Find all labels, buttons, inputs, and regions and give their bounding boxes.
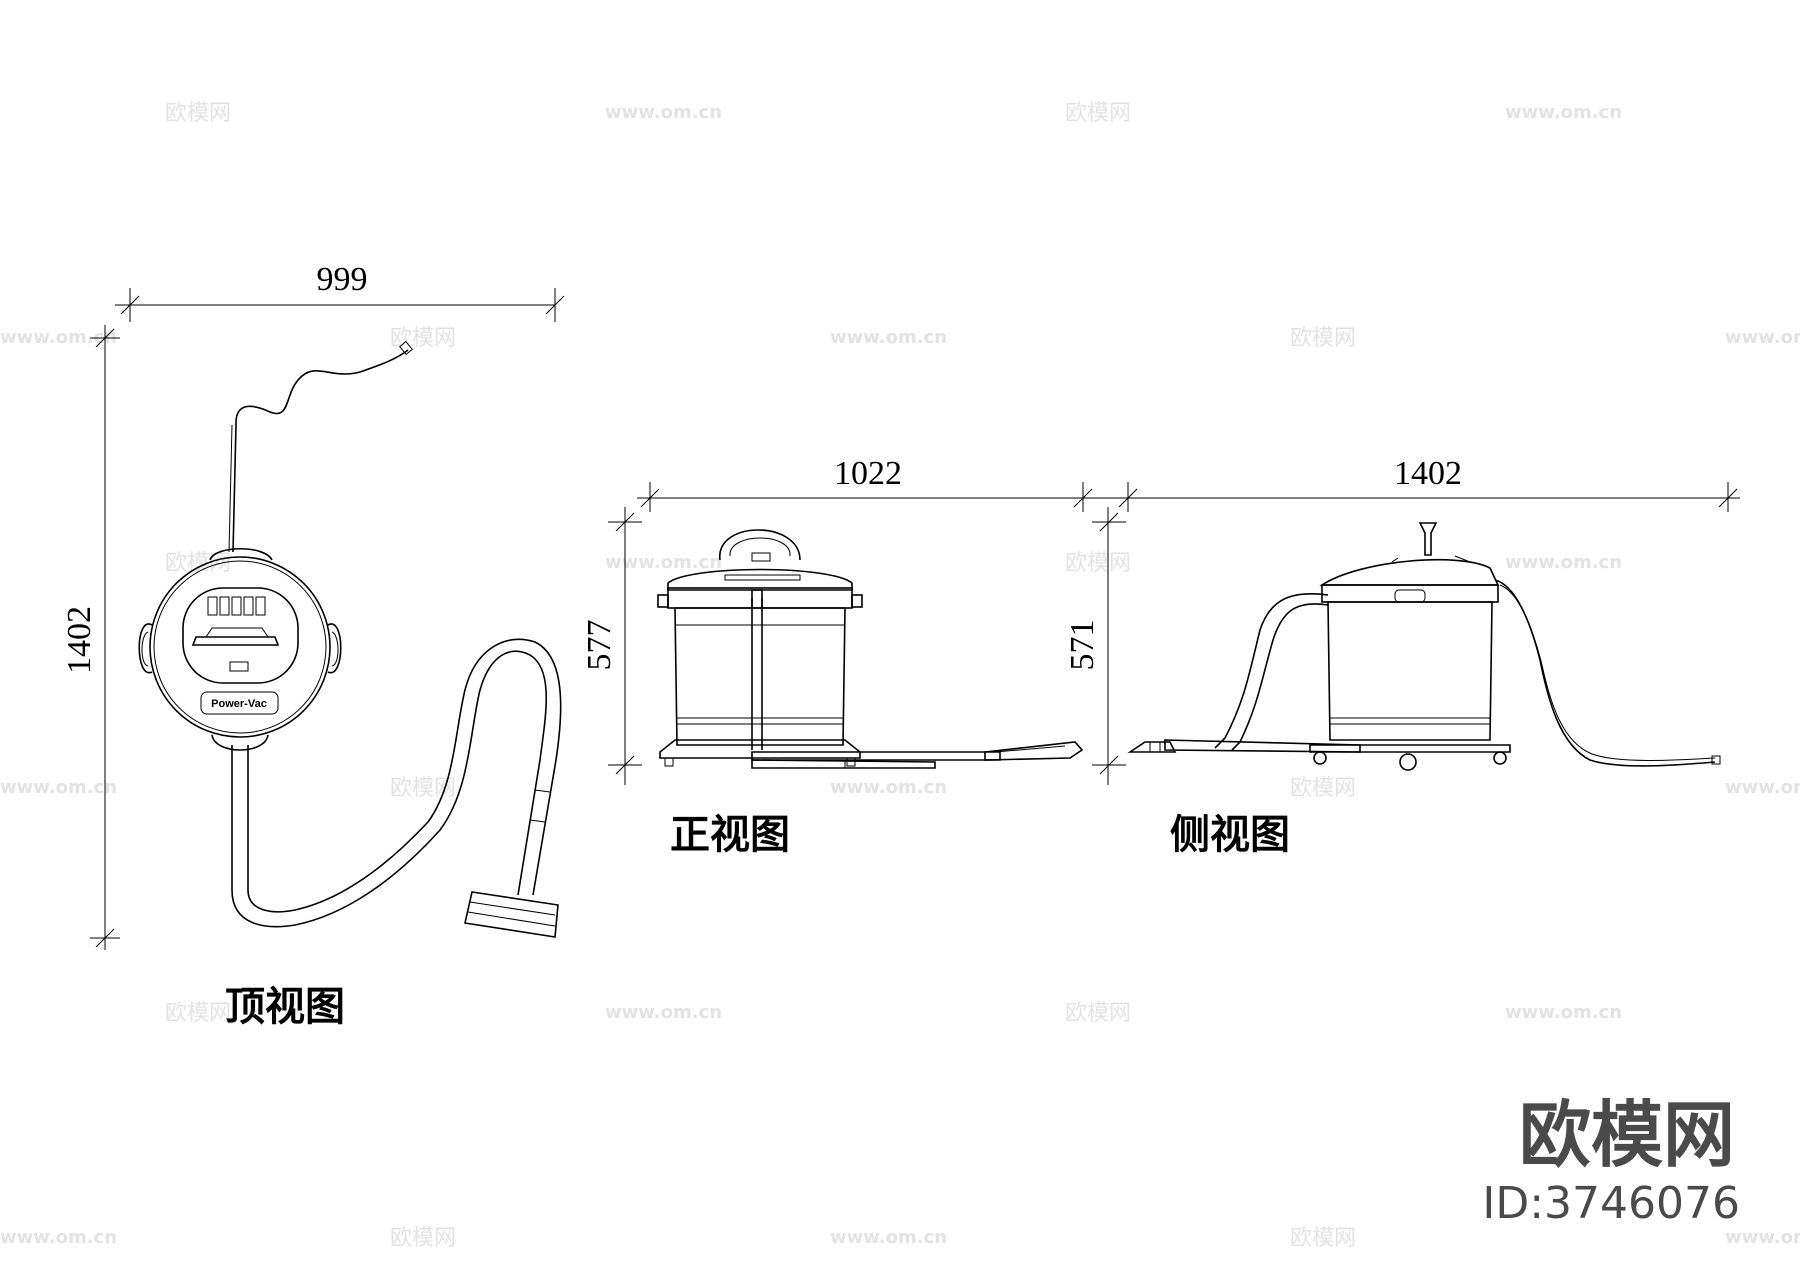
vent-slots	[207, 596, 266, 616]
side-handle-post	[1418, 522, 1438, 556]
side-view-width-value: 1402	[1394, 455, 1462, 492]
watermark-logo: 欧模网	[390, 1226, 456, 1251]
front-view-width-dimension: 1022	[637, 455, 1095, 512]
watermark-url: www.om.cn	[830, 1227, 947, 1248]
top-view-width-value: 999	[317, 261, 368, 298]
tank-body-top	[149, 556, 331, 738]
watermark-url: www.om.cn	[0, 1227, 117, 1248]
front-view-width-value: 1022	[834, 455, 902, 492]
extension-wand	[517, 759, 541, 896]
watermark-logo: 欧模网	[1065, 101, 1131, 126]
top-view-label: 顶视图	[225, 983, 345, 1030]
watermark-logo: 欧模网	[1290, 776, 1356, 801]
front-view-label: 正视图	[670, 811, 790, 858]
top-view-height-dimension: 1402	[61, 325, 120, 950]
watermark-url: www.om.cn	[1725, 777, 1800, 798]
power-switch	[229, 661, 249, 672]
side-wheel	[1399, 753, 1417, 771]
watermark-logo: 欧模网	[390, 326, 456, 351]
right-handle	[327, 623, 342, 674]
side-view: 1402 571	[1064, 455, 1740, 858]
side-power-cord	[1494, 579, 1716, 767]
front-tank	[674, 607, 846, 746]
side-lid	[1319, 558, 1500, 586]
watermark-logo: 欧模网	[390, 776, 456, 801]
watermark-url: www.om.cn	[1505, 1002, 1622, 1023]
left-handle	[138, 623, 153, 674]
side-view-label: 侧视图	[1170, 811, 1290, 858]
power-cord	[232, 349, 409, 553]
side-view-width-dimension: 1402	[1095, 455, 1740, 512]
watermark-logo: 欧模网	[1065, 551, 1131, 576]
floor-nozzle	[464, 891, 559, 938]
side-hose	[1214, 593, 1329, 749]
side-wheel	[1313, 751, 1327, 765]
side-wand	[1164, 739, 1361, 753]
motor-head-panel	[182, 587, 299, 684]
front-floor-nozzle	[984, 741, 1084, 761]
watermark-url: www.om.cn	[1505, 552, 1622, 573]
front-carry-handle	[719, 529, 801, 561]
watermark-url: www.om.cn	[830, 327, 947, 348]
watermark-logo: 欧模网	[165, 101, 231, 126]
branding-block: 欧模网 ID:3746076	[1482, 1093, 1740, 1229]
brand-site-name: 欧模网	[1519, 1093, 1735, 1177]
watermark-url: www.om.cn	[0, 327, 117, 348]
watermark-url: www.om.cn	[830, 777, 947, 798]
watermark-logo: 欧模网	[165, 1001, 231, 1026]
top-view-width-dimension: 999	[115, 261, 565, 322]
watermark-logo: 欧模网	[1290, 326, 1356, 351]
vacuum-hose	[231, 650, 547, 928]
watermark-url: www.om.cn	[605, 1002, 722, 1023]
front-view: 1022 577	[581, 455, 1095, 858]
side-wheel	[1493, 751, 1507, 765]
top-view-height-value: 1402	[61, 606, 98, 674]
side-base	[1309, 744, 1511, 753]
watermark-url: www.om.cn	[1505, 102, 1622, 123]
front-base	[659, 739, 861, 759]
front-view-height-dimension: 577	[581, 507, 642, 785]
brand-model-id: ID:3746076	[1482, 1178, 1740, 1229]
watermark-url: www.om.cn	[1725, 1227, 1800, 1248]
side-view-height-dimension: 571	[1064, 507, 1126, 785]
watermark-logo: 欧模网	[1290, 1226, 1356, 1251]
watermark-logo: 欧模网	[1065, 1001, 1131, 1026]
watermark-url: www.om.cn	[0, 777, 117, 798]
watermark-url: www.om.cn	[605, 552, 722, 573]
brand-plate-text: Power-Vac	[211, 698, 267, 710]
watermark-url: www.om.cn	[605, 102, 722, 123]
watermark-url: www.om.cn	[1725, 327, 1800, 348]
brand-plate	[200, 691, 279, 715]
side-tank	[1327, 601, 1493, 741]
top-view: 999 1402	[61, 261, 565, 1030]
side-view-height-value: 571	[1064, 620, 1101, 671]
front-view-height-value: 577	[581, 620, 618, 671]
front-lid	[667, 568, 853, 591]
watermark-layer: 欧模网 www.om.cn 欧模网 www.om.cn www.om.cn 欧模…	[0, 101, 1800, 1251]
carry-handle	[191, 636, 280, 646]
front-hose-pipe	[751, 598, 763, 750]
